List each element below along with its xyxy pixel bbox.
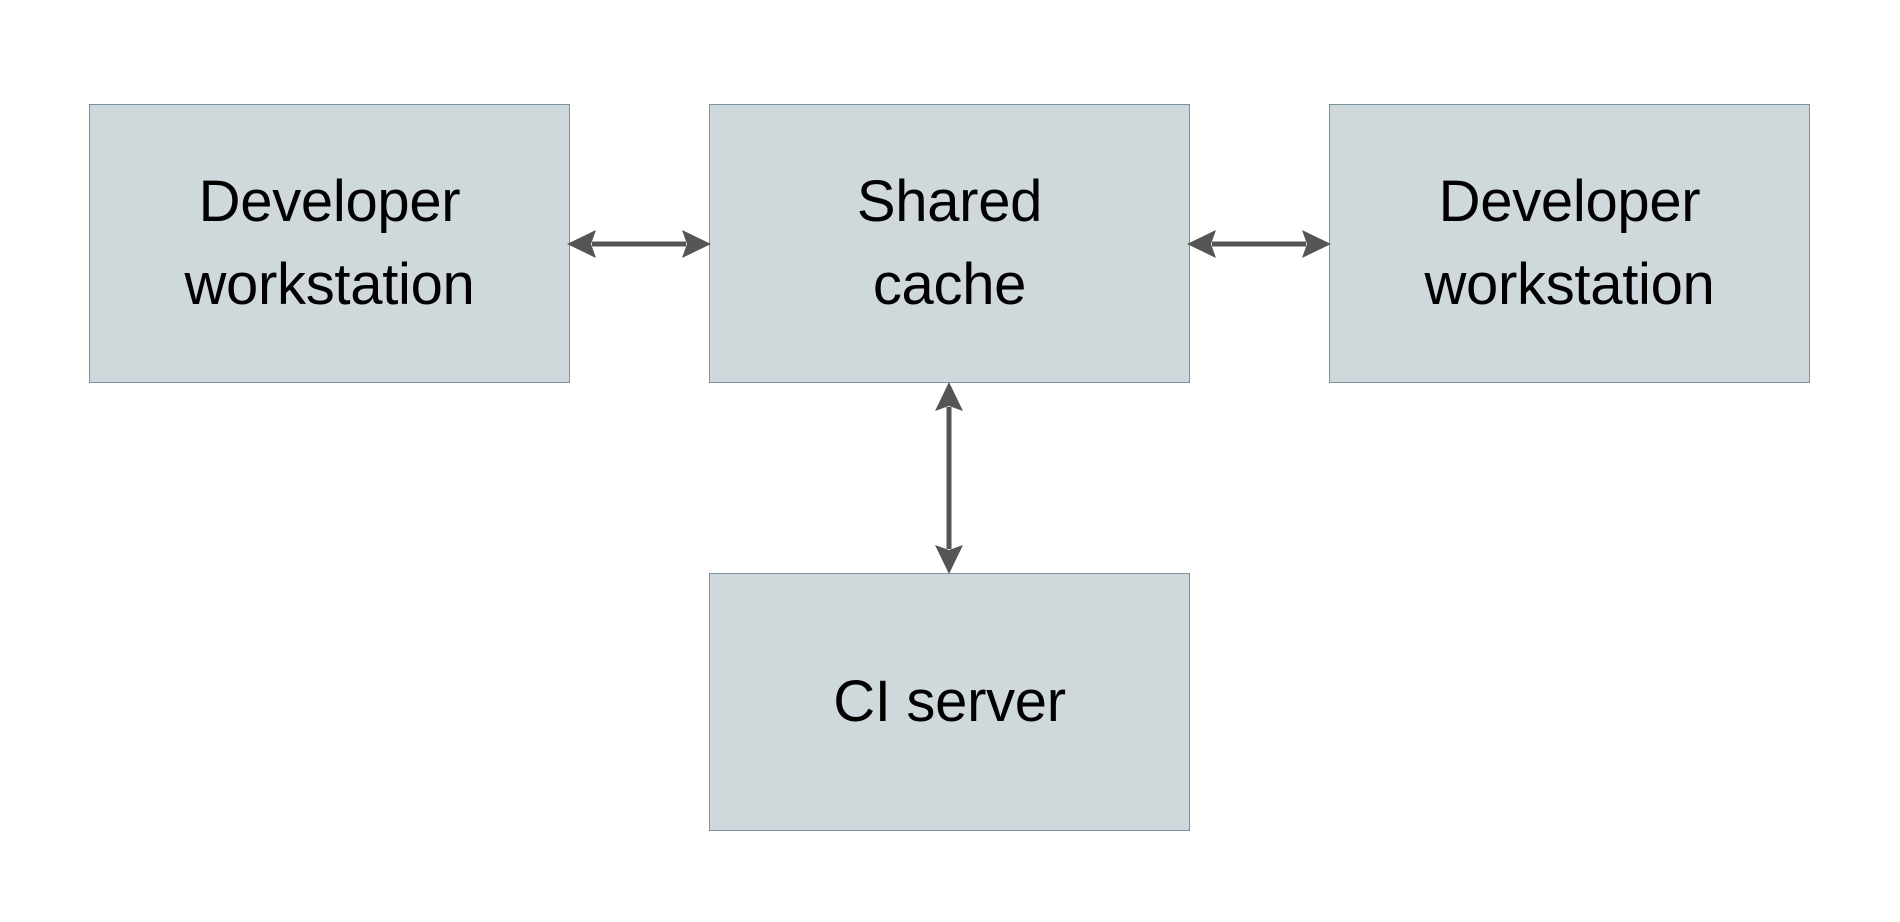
edge-developer-workstation-left-to-shared-cache [566,215,712,273]
node-label-ci-server: CI server [833,668,1066,734]
node-shared-cache[interactable]: Shared cache [709,104,1190,383]
double-arrow-horizontal-icon [567,230,711,258]
node-label-developer-workstation-left: Developer workstation [184,169,475,317]
double-arrow-vertical-icon [935,382,963,574]
node-developer-workstation-right[interactable]: Developer workstation [1329,104,1810,383]
edge-shared-cache-to-developer-workstation-right [1186,215,1332,273]
node-ci-server[interactable]: CI server [709,573,1190,831]
node-developer-workstation-left[interactable]: Developer workstation [89,104,570,383]
node-label-shared-cache: Shared cache [856,169,1043,317]
edge-shared-cache-to-ci-server [920,381,978,575]
node-label-developer-workstation-right: Developer workstation [1424,169,1715,317]
double-arrow-horizontal-icon [1187,230,1331,258]
